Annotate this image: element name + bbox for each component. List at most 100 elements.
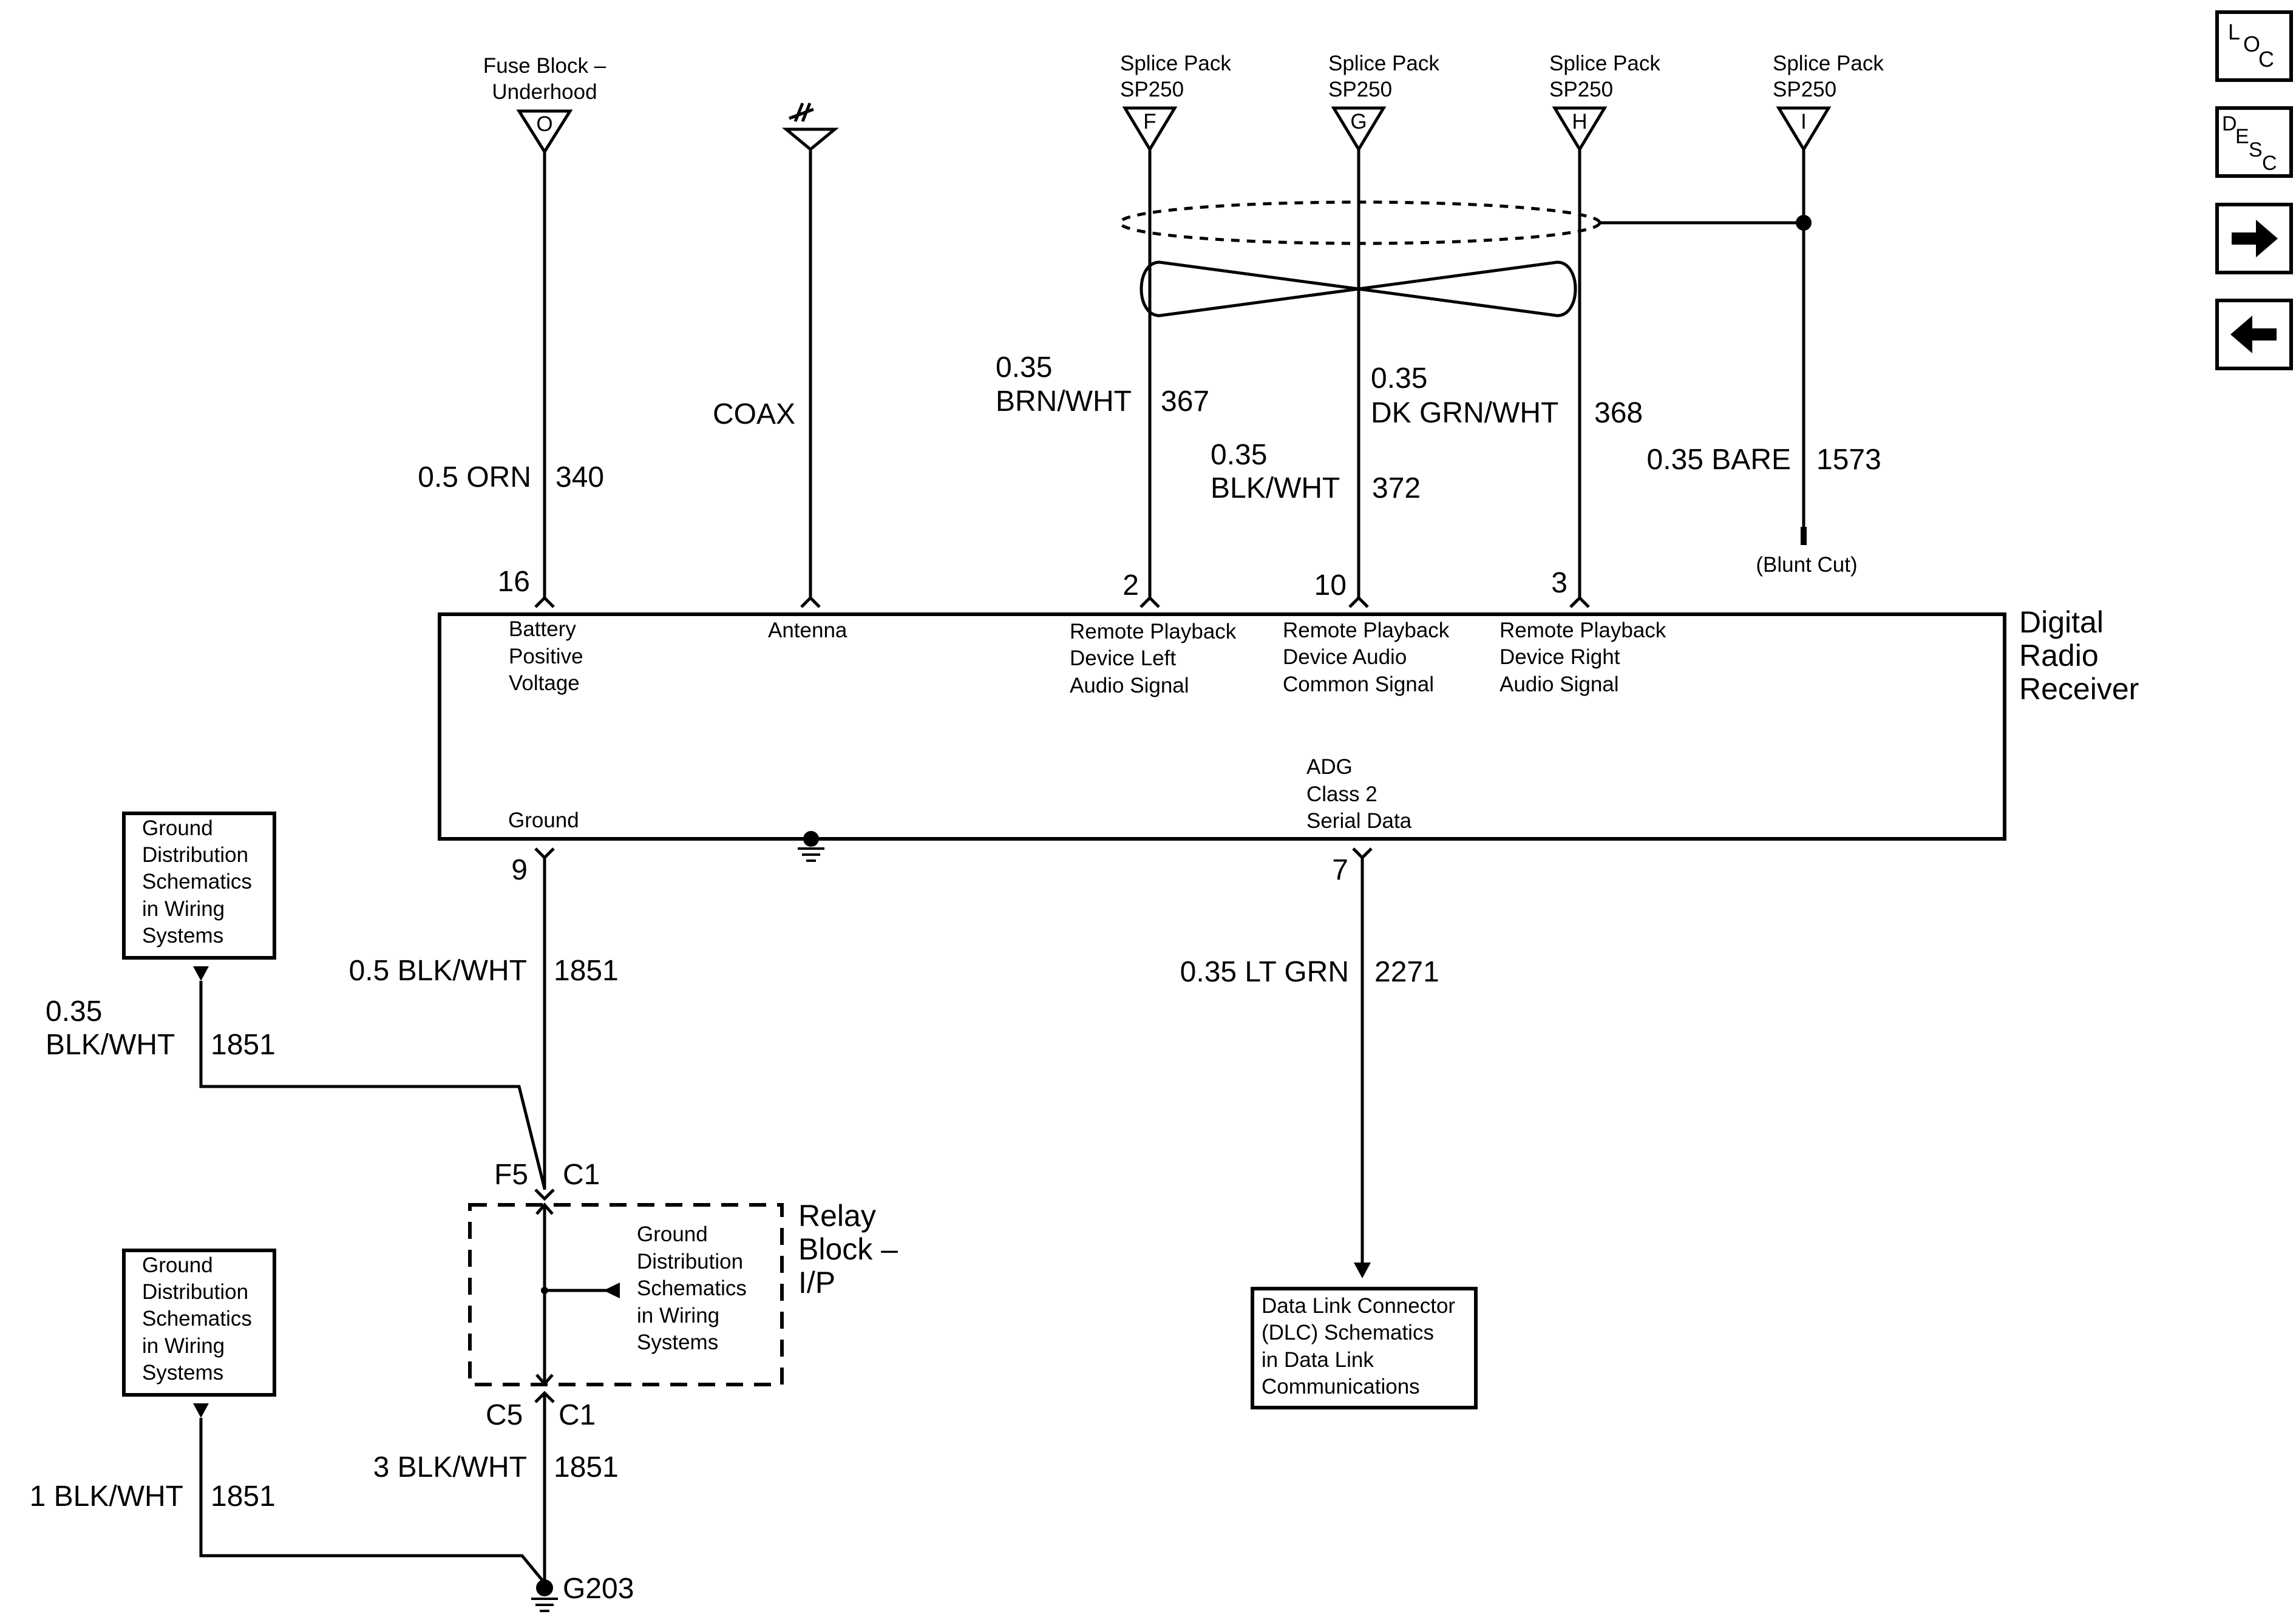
fuse-block-triangle: [516, 109, 573, 155]
splice-pack-i-letter: I: [1801, 110, 1807, 134]
wire-2271-arrow-icon: [1354, 1263, 1371, 1278]
receiver-name-line-3: Receiver: [2019, 672, 2139, 706]
pin-battery-line-1: Battery: [509, 617, 576, 641]
pin-right-line-1: Remote Playback: [1500, 619, 1666, 642]
ground-ref-bottom-text: Ground Distribution Schematics in Wiring…: [142, 1253, 252, 1385]
pin-serial-line-1: ADG: [1306, 755, 1353, 779]
wire-367-gauge: 0.35: [996, 351, 1052, 384]
dlc-ref-line-2: (DLC) Schematics: [1262, 1321, 1434, 1344]
pin-2: 2: [1123, 569, 1139, 602]
ground-distribution-ref-bottom[interactable]: [122, 1249, 276, 1397]
wire-1851-b-color: BLK/WHT: [46, 1029, 175, 1061]
desc-letter-d: D: [2222, 112, 2237, 135]
wire-340-label: 0.5 ORN: [418, 461, 531, 493]
pin-left-line-1: Remote Playback: [1070, 620, 1237, 643]
splice-pack-i-label: Splice Pack: [1773, 52, 1884, 75]
loc-letter-l: L: [2228, 19, 2240, 44]
ground-ref-top-line-2: Distribution: [142, 843, 248, 867]
wire-367-color: BRN/WHT: [996, 385, 1132, 418]
forward-button[interactable]: [2215, 203, 2293, 274]
ground-distribution-ref-top[interactable]: [122, 812, 276, 960]
relay-ref-line-3: Schematics: [637, 1276, 747, 1300]
relay-name-line-2: Block –: [798, 1232, 898, 1266]
loc-button[interactable]: L O C: [2215, 10, 2293, 82]
antenna-terminal: [782, 103, 839, 152]
splice-pack-f-label: Splice Pack: [1120, 52, 1231, 75]
relay-ground-ref-text[interactable]: Ground Distribution Schematics in Wiring…: [637, 1222, 747, 1354]
connector-chevron-10: [1348, 595, 1369, 608]
receiver-name-line-1: Digital: [2019, 605, 2104, 639]
splice-pack-i-triangle: [1776, 106, 1832, 152]
pin-serial-label: ADG Class 2 Serial Data: [1306, 755, 1412, 833]
fuse-block-terminal: Fuse Block – Underhood O: [483, 54, 606, 155]
ground-ref-bottom-line-4: in Wiring: [142, 1334, 225, 1358]
wire-340-circuit: 340: [555, 461, 604, 493]
wire-1851-d-circuit: 1851: [211, 1480, 276, 1513]
right-arrow-icon: [2232, 220, 2278, 257]
relay-name-line-1: Relay: [798, 1199, 876, 1233]
ground-ref-top-line-1: Ground: [142, 816, 213, 840]
wire-372-color: BLK/WHT: [1211, 472, 1340, 504]
relay-ground-ref-arrow-icon: [603, 1283, 620, 1298]
connector-chevron-16: [534, 595, 555, 608]
wire-368-gauge: 0.35: [1371, 362, 1427, 395]
connector-chevron-7: [1352, 847, 1373, 860]
wire-1851-branch-bottom: [199, 1418, 546, 1584]
pin-16: 16: [498, 566, 530, 598]
splice-pack-g-id: SP250: [1328, 78, 1392, 101]
splice-pack-h: Splice Pack SP250 H: [1549, 52, 1660, 152]
relay-ref-line-5: Systems: [637, 1331, 718, 1354]
ground-ref-top-line-3: Schematics: [142, 870, 252, 893]
case-ground-icon: [798, 831, 824, 862]
wire-367-circuit: 367: [1161, 385, 1209, 418]
relay-top-connector: C1: [563, 1159, 600, 1191]
splice-pack-f-triangle: [1122, 106, 1178, 152]
wire-1851-c-label: 3 BLK/WHT: [373, 1451, 527, 1483]
relay-bottom-inner-chevron: [535, 1374, 554, 1386]
wire-1851-branch-top: [199, 981, 546, 1189]
dlc-ref-line-3: in Data Link: [1262, 1348, 1374, 1372]
splice-pack-h-letter: H: [1572, 110, 1587, 134]
splice-pack-f: Splice Pack SP250 F: [1120, 52, 1231, 152]
blunt-cut-note: (Blunt Cut): [1756, 553, 1857, 577]
pin-serial-line-3: Serial Data: [1306, 809, 1412, 833]
fuse-block-label-2: Underhood: [492, 80, 597, 104]
relay-block-ip-box: [468, 1203, 784, 1386]
pin-antenna-label: Antenna: [768, 619, 847, 642]
dlc-ref-line-4: Communications: [1262, 1375, 1420, 1398]
pin-left-line-2: Device Left: [1070, 646, 1176, 670]
ground-ref-top-line-5: Systems: [142, 924, 223, 947]
dlc-ref-line-1: Data Link Connector: [1262, 1294, 1455, 1318]
ground-ref-bottom-line-3: Schematics: [142, 1307, 252, 1331]
wire-1851-circuit: 1851: [554, 955, 619, 987]
digital-radio-receiver-box: [438, 612, 2006, 841]
splice-pack-f-id: SP250: [1120, 78, 1184, 101]
wire-1573-circuit: 1573: [1816, 444, 1881, 476]
splice-pack-h-triangle: [1552, 106, 1608, 152]
back-button[interactable]: [2215, 299, 2293, 370]
ground-ref-bottom-arrow-icon: [193, 1403, 209, 1418]
pin-3: 3: [1551, 567, 1567, 599]
pin-7: 7: [1332, 854, 1348, 886]
wire-1851-label: 0.5 BLK/WHT: [349, 955, 527, 987]
pin-battery-line-2: Positive: [509, 645, 583, 668]
splice-pack-g-triangle: [1331, 106, 1387, 152]
relay-top-cavity: F5: [494, 1159, 528, 1191]
ground-ref-bottom-line-5: Systems: [142, 1361, 223, 1385]
wire-2271-label: 0.35 LT GRN: [1180, 956, 1349, 988]
ground-g203-label: G203: [563, 1573, 634, 1605]
loc-letter-c: C: [2258, 47, 2274, 72]
relay-ref-line-2: Distribution: [637, 1250, 743, 1273]
desc-button[interactable]: D E S C: [2215, 106, 2293, 178]
pin-common-line-2: Device Audio: [1283, 645, 1407, 669]
antenna-symbol-icon: [789, 103, 814, 122]
dlc-schematics-ref[interactable]: [1251, 1287, 1478, 1409]
wire-368-circuit: 368: [1594, 397, 1643, 429]
wire-1573-label: 0.35 BARE: [1647, 444, 1791, 476]
splice-pack-g-letter: G: [1350, 110, 1367, 134]
connector-chevron-2: [1140, 595, 1160, 608]
connector-chevron-3: [1569, 595, 1590, 608]
twisted-pair-symbol: [1140, 260, 1577, 317]
dlc-ref-text: Data Link Connector (DLC) Schematics in …: [1262, 1294, 1455, 1398]
